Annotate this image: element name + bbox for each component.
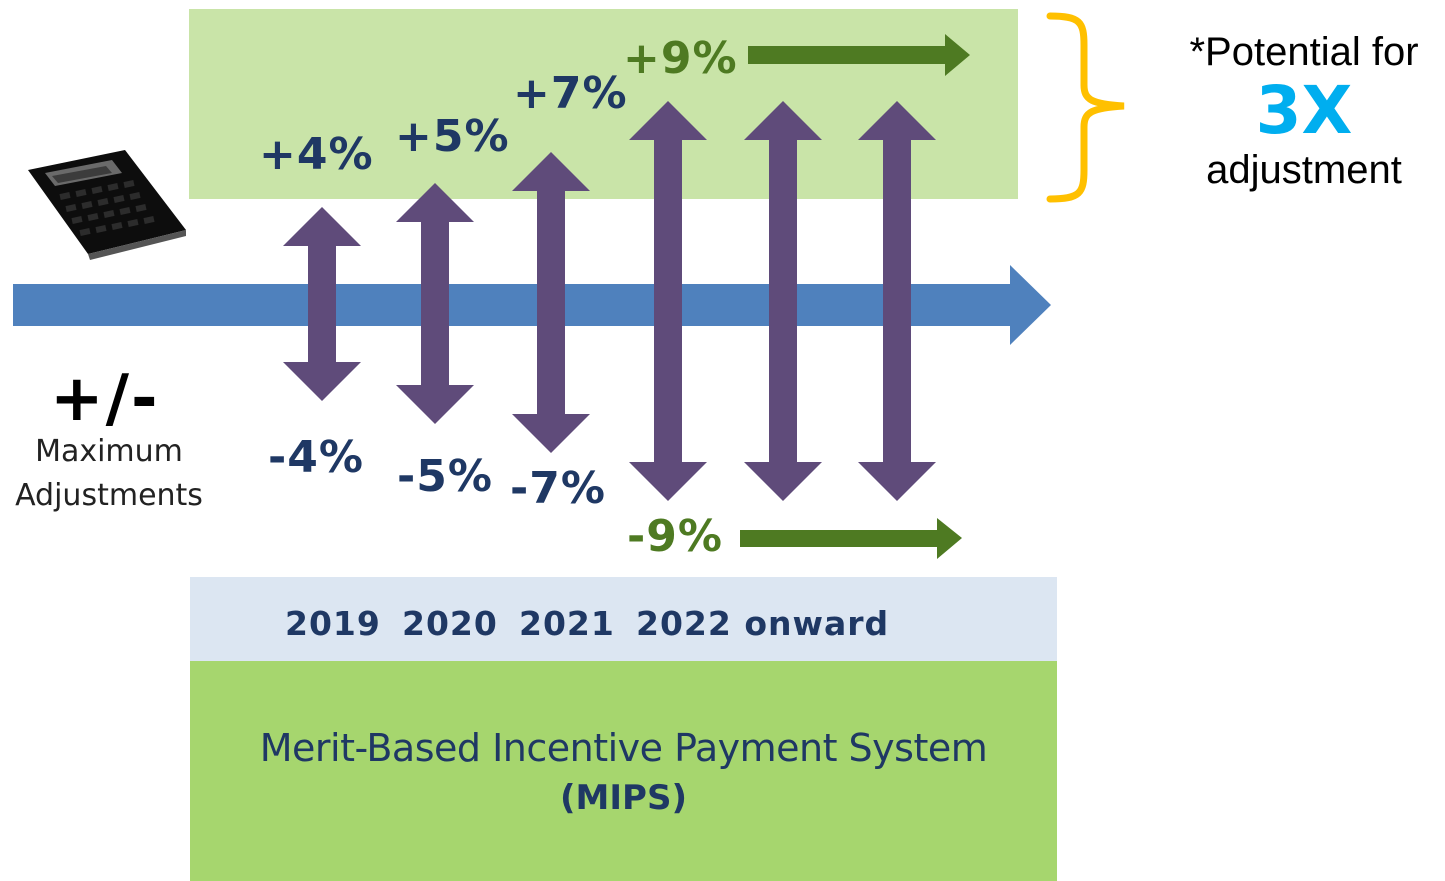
- double-arrow-2022: [629, 101, 707, 501]
- pct-positive-2020: +5%: [395, 111, 510, 162]
- year-2022-onward: 2022 onward: [636, 604, 890, 643]
- pct-positive-2022: +9%: [623, 33, 738, 84]
- year-2021: 2021: [519, 604, 615, 643]
- years-band: [190, 577, 1057, 661]
- potential-multiplier: 3X: [1255, 72, 1353, 149]
- pct-positive-2019: +4%: [259, 129, 374, 180]
- max-label-line2: Adjustments: [15, 477, 203, 513]
- year-2019: 2019: [285, 604, 381, 643]
- double-arrows: [283, 101, 936, 501]
- green-arrow-bottom: [740, 518, 962, 559]
- pct-negative-2022: -9%: [627, 511, 723, 562]
- double-arrow-2023: [744, 101, 822, 501]
- calculator-icon: [28, 150, 186, 260]
- year-2020: 2020: [402, 604, 498, 643]
- max-label-line1: Maximum: [35, 434, 183, 469]
- mips-band: [190, 661, 1057, 881]
- curly-brace: [1046, 12, 1125, 203]
- pct-negative-2020: -5%: [397, 451, 493, 502]
- pct-negative-2019: -4%: [268, 432, 364, 483]
- pct-positive-2021: +7%: [513, 68, 628, 119]
- double-arrow-2019: [283, 207, 361, 401]
- potential-note: *Potential for 3X adjustment: [1170, 28, 1438, 194]
- double-arrow-2020: [396, 183, 474, 424]
- program-acronym: (MIPS): [560, 778, 687, 818]
- potential-line2: adjustment: [1206, 148, 1402, 192]
- green-arrow-top: [748, 34, 970, 76]
- double-arrow-2024: [858, 101, 936, 501]
- program-name: Merit-Based Incentive Payment System: [259, 726, 988, 770]
- potential-line1: *Potential for: [1189, 30, 1419, 74]
- max-adjustments-label: Maximum Adjustments: [8, 430, 210, 517]
- double-arrow-2021: [512, 152, 590, 453]
- top-positive-band: [189, 9, 1018, 199]
- pct-negative-2021: -7%: [510, 463, 606, 514]
- plus-minus-symbol: +/-: [50, 362, 160, 436]
